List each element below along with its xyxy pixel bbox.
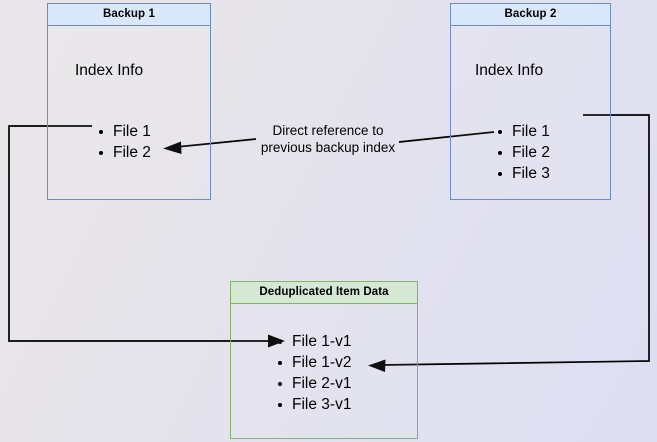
list-item: File 1 — [96, 121, 151, 142]
list-item: File 3-v1 — [275, 394, 351, 415]
node-backup-1-body: Index Info File 1 File 2 — [48, 26, 210, 199]
edge-label-direct-reference: Direct reference to previous backup inde… — [258, 122, 398, 156]
edge-label-line-1: Direct reference to — [272, 123, 384, 138]
list-item: File 2 — [96, 142, 151, 163]
node-backup-1-file-list: File 1 File 2 — [96, 121, 151, 163]
node-backup-2-file-list: File 1 File 2 File 3 — [495, 121, 550, 184]
node-backup-2-header: Backup 2 — [451, 4, 610, 26]
list-item: File 1-v2 — [275, 352, 351, 373]
node-deduplicated-item-data-file-list: File 1-v1 File 1-v2 File 2-v1 File 3-v1 — [275, 331, 351, 415]
list-item: File 1-v1 — [275, 331, 351, 352]
list-item: File 3 — [495, 163, 550, 184]
list-item: File 2 — [495, 142, 550, 163]
node-backup-1[interactable]: Backup 1 Index Info File 1 File 2 — [47, 3, 211, 200]
node-backup-1-header: Backup 1 — [48, 4, 210, 26]
node-backup-2-subtitle: Index Info — [475, 62, 544, 79]
node-deduplicated-item-data-header: Deduplicated Item Data — [231, 282, 417, 304]
edge-label-line-2: previous backup index — [260, 140, 396, 155]
node-deduplicated-item-data-body: File 1-v1 File 1-v2 File 2-v1 File 3-v1 — [231, 304, 417, 438]
list-item: File 2-v1 — [275, 373, 351, 394]
node-deduplicated-item-data[interactable]: Deduplicated Item Data File 1-v1 File 1-… — [230, 281, 418, 439]
node-backup-2[interactable]: Backup 2 Index Info File 1 File 2 File 3 — [450, 3, 611, 200]
list-item: File 1 — [495, 121, 550, 142]
node-backup-1-subtitle: Index Info — [75, 62, 144, 79]
node-backup-2-body: Index Info File 1 File 2 File 3 — [451, 26, 610, 199]
